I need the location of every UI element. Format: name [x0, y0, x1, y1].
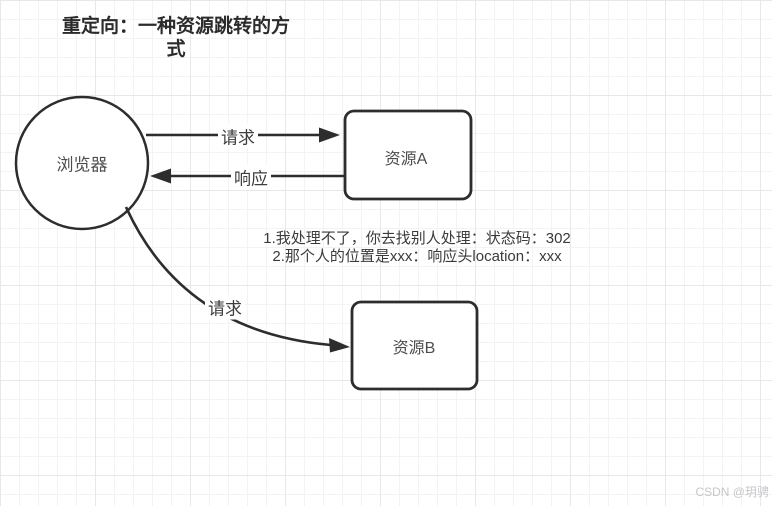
redirect-note-line-1: 1.我处理不了，你去找别人处理：状态码：302	[263, 230, 571, 247]
diagram-title-line-1: 重定向：一种资源跳转的方	[61, 16, 291, 37]
request-to-a-arrowhead-icon	[319, 127, 340, 143]
request-to-b-arrow-curve	[124, 206, 332, 347]
diagram-title-line-2: 式	[166, 39, 186, 60]
response-from-a-edge-label: 响应	[231, 164, 271, 190]
response-from-a-arrowhead-icon	[150, 168, 171, 184]
resource-a-node-label: 资源A	[384, 151, 428, 168]
request-to-a-edge-label: 请求	[218, 123, 258, 149]
diagram-title: 重定向：一种资源跳转的方 式	[62, 15, 290, 61]
resource-a-node-box	[343, 109, 473, 201]
redirect-note-line-2: 2.那个人的位置是xxx：响应头location：xxx	[272, 248, 562, 265]
browser-node-label: 浏览器	[56, 155, 108, 175]
redirect-note: 1.我处理不了，你去找别人处理：状态码：302 2.那个人的位置是xxx：响应头…	[263, 230, 571, 266]
browser-node-circle	[14, 95, 150, 231]
request-to-b-edge-label: 请求	[205, 294, 245, 320]
request-to-b-arrowhead-icon	[329, 338, 350, 353]
resource-b-node-box	[350, 300, 479, 391]
resource-b-node-label: 资源B	[392, 340, 436, 357]
csdn-watermark: CSDN @玥骋	[695, 485, 769, 499]
